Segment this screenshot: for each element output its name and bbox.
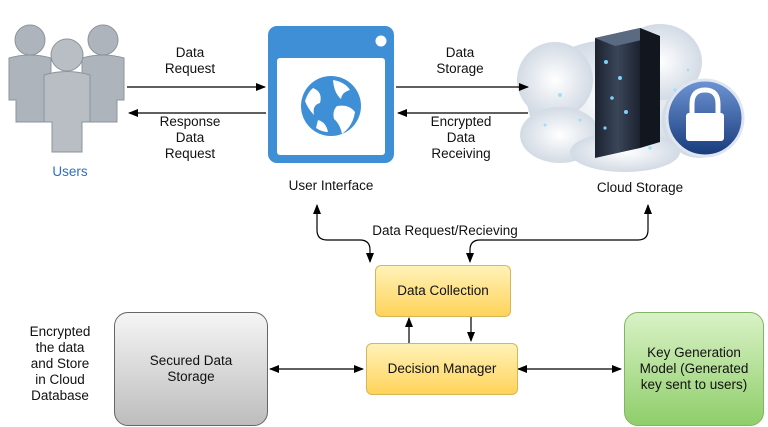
data-collection-label: Data Collection [397,283,489,298]
response-label: Response Data Request [159,114,221,161]
key-generation-label: Key Generation Model (Generated key sent… [639,345,749,392]
data-collection-box: Data Collection [375,265,511,317]
cloud-collection-connector [466,204,652,263]
browser-window-icon [268,26,394,163]
secured-storage-label: Secured Data Storage [149,353,233,384]
globe-icon [301,76,361,136]
data-request-label: Data Request [164,45,216,76]
encrypted-store-note: Encrypted the data and Store in Cloud Da… [29,324,91,403]
decision-manager-label: Decision Manager [387,361,497,376]
encrypted-receiving-label: Encrypted Data Receiving [430,114,492,161]
user-interface-label: User Interface [288,178,374,193]
cloud-storage-label: Cloud Storage [596,180,684,195]
secured-storage-box: Secured Data Storage [114,312,268,426]
decision-manager-box: Decision Manager [366,343,518,395]
key-generation-box: Key Generation Model (Generated key sent… [624,312,764,426]
request-receiving-label: Data Request/Recieving [372,223,518,238]
lock-icon [665,78,745,158]
data-storage-label: Data Storage [436,45,484,76]
users-icon [8,24,125,153]
users-label: Users [52,164,88,179]
ui-collection-connector [313,204,374,263]
server-icon [595,28,660,158]
cloud-storage-icon [517,24,745,172]
